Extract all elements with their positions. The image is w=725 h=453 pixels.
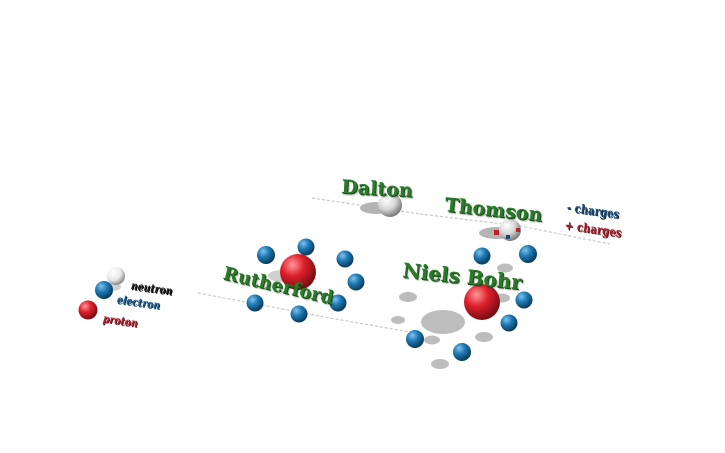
neutron-sphere — [107, 267, 125, 285]
electron — [290, 305, 308, 323]
electron — [297, 238, 315, 256]
electron — [500, 314, 518, 332]
dalton-model — [360, 193, 402, 217]
dalton-label: Dalton — [340, 176, 414, 202]
electron — [515, 291, 533, 309]
thomson-positive — [516, 228, 520, 232]
electron — [406, 330, 424, 348]
thomson-model — [479, 219, 521, 241]
electron — [519, 245, 537, 263]
electron — [329, 294, 347, 312]
thomson-negative — [506, 235, 510, 239]
dalton-sphere — [378, 193, 402, 217]
nucleus — [464, 284, 500, 320]
rutherford-model — [246, 238, 365, 323]
thomson-sphere — [499, 219, 521, 241]
electron — [336, 250, 354, 268]
particle-legend-spheres — [78, 267, 125, 320]
electron-sphere — [95, 281, 113, 299]
electron — [473, 247, 491, 265]
nucleus — [280, 254, 316, 290]
electron — [453, 343, 471, 361]
electron — [257, 246, 275, 264]
thomson-positive — [494, 230, 499, 235]
electron — [246, 294, 264, 312]
bohr-model — [391, 245, 537, 369]
bohr-shadows — [391, 263, 513, 369]
electron — [347, 273, 365, 291]
proton-sphere — [78, 300, 98, 320]
